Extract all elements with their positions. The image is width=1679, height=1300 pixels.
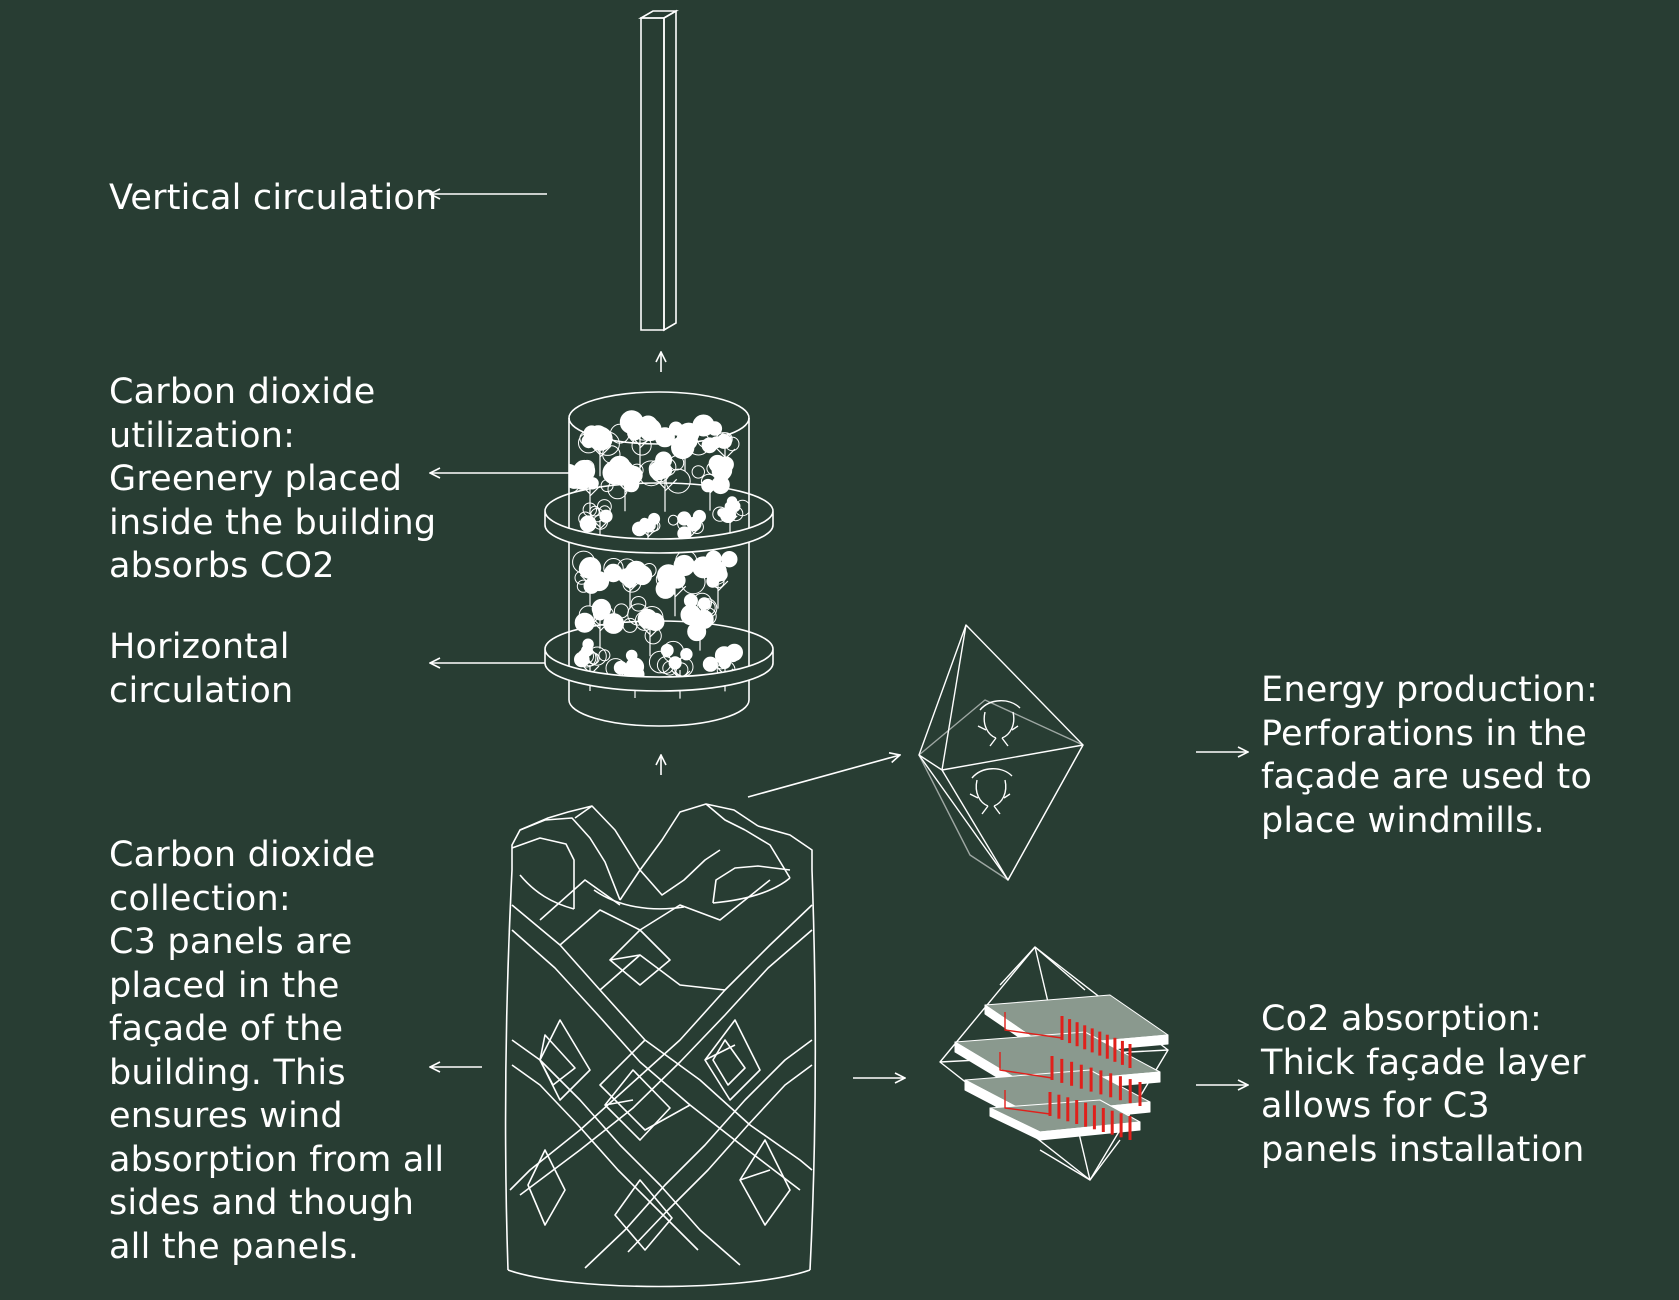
windmill-module	[918, 624, 1084, 881]
label-line: Greenery placed	[109, 459, 403, 499]
label-line: Co2 absorption:	[1261, 999, 1543, 1039]
tree-icon	[578, 499, 613, 544]
red-filament	[1004, 1090, 1051, 1115]
tree-icon	[609, 410, 662, 469]
label-line: utilization:	[109, 415, 296, 456]
tree-icon	[667, 509, 707, 552]
tree-icon	[696, 421, 740, 477]
label-line: Carbon dioxide	[109, 835, 376, 875]
label-line: ensures wind	[109, 1096, 343, 1136]
label-line: C3 panels are	[109, 922, 353, 962]
tree-icon	[654, 414, 715, 472]
windmill-icon	[969, 768, 1013, 815]
tree-icon	[680, 592, 718, 651]
label-line: Thick façade layer	[1261, 1042, 1586, 1083]
tree-icon	[569, 459, 614, 514]
red-filament	[1004, 1012, 1063, 1039]
label-line: collection:	[109, 878, 291, 919]
red-filament	[999, 1052, 1053, 1079]
label-line: Vertical circulation	[109, 178, 438, 218]
tree-icon	[622, 596, 665, 657]
tree-icon	[655, 550, 706, 617]
arrows	[430, 194, 1248, 1085]
tree-icon	[691, 454, 734, 511]
tree-icon	[712, 496, 749, 536]
label-line: building. This	[109, 1052, 346, 1093]
label-line: sides and though	[109, 1183, 415, 1223]
label-line: placed in the	[109, 965, 340, 1006]
vertical-circulation-shaft	[638, 9, 679, 332]
label-line: place windmills.	[1261, 800, 1545, 841]
tree-icon	[604, 558, 657, 609]
tree-icon	[572, 550, 624, 607]
greenery-cylinder	[544, 391, 774, 727]
tree-icon	[692, 550, 738, 609]
tree-icon	[602, 455, 644, 512]
label-line: Perforations in the	[1261, 713, 1588, 754]
label-line: circulation	[109, 670, 294, 711]
tree-icon	[574, 638, 611, 691]
label-line: all the panels.	[109, 1226, 360, 1267]
tree-icon	[632, 512, 661, 549]
arrow-right-icon	[747, 755, 900, 798]
label-vertical-circulation: Vertical circulation	[109, 177, 437, 221]
label-line: Energy production:	[1261, 670, 1598, 710]
c3-panel-red-filaments	[999, 1012, 1142, 1140]
label-line: absorption from all	[109, 1139, 445, 1180]
label-line: absorbs CO2	[109, 546, 335, 586]
label-line: panels installation	[1261, 1129, 1585, 1170]
c3-panel-module	[939, 946, 1169, 1181]
tree-icon-group	[569, 410, 749, 699]
label-line: façade of the	[109, 1009, 344, 1049]
label-line: façade are used to	[1261, 757, 1593, 797]
label-line: allows for C3	[1261, 1086, 1490, 1126]
label-line: inside the building	[109, 502, 437, 543]
windmill-icon	[977, 700, 1021, 747]
facade-tower	[504, 803, 817, 1288]
tree-icon	[574, 598, 629, 649]
label-line: Horizontal	[109, 627, 290, 667]
tree-icon	[578, 425, 621, 477]
tree-icon	[638, 451, 691, 512]
label-line: Carbon dioxide	[109, 372, 376, 412]
